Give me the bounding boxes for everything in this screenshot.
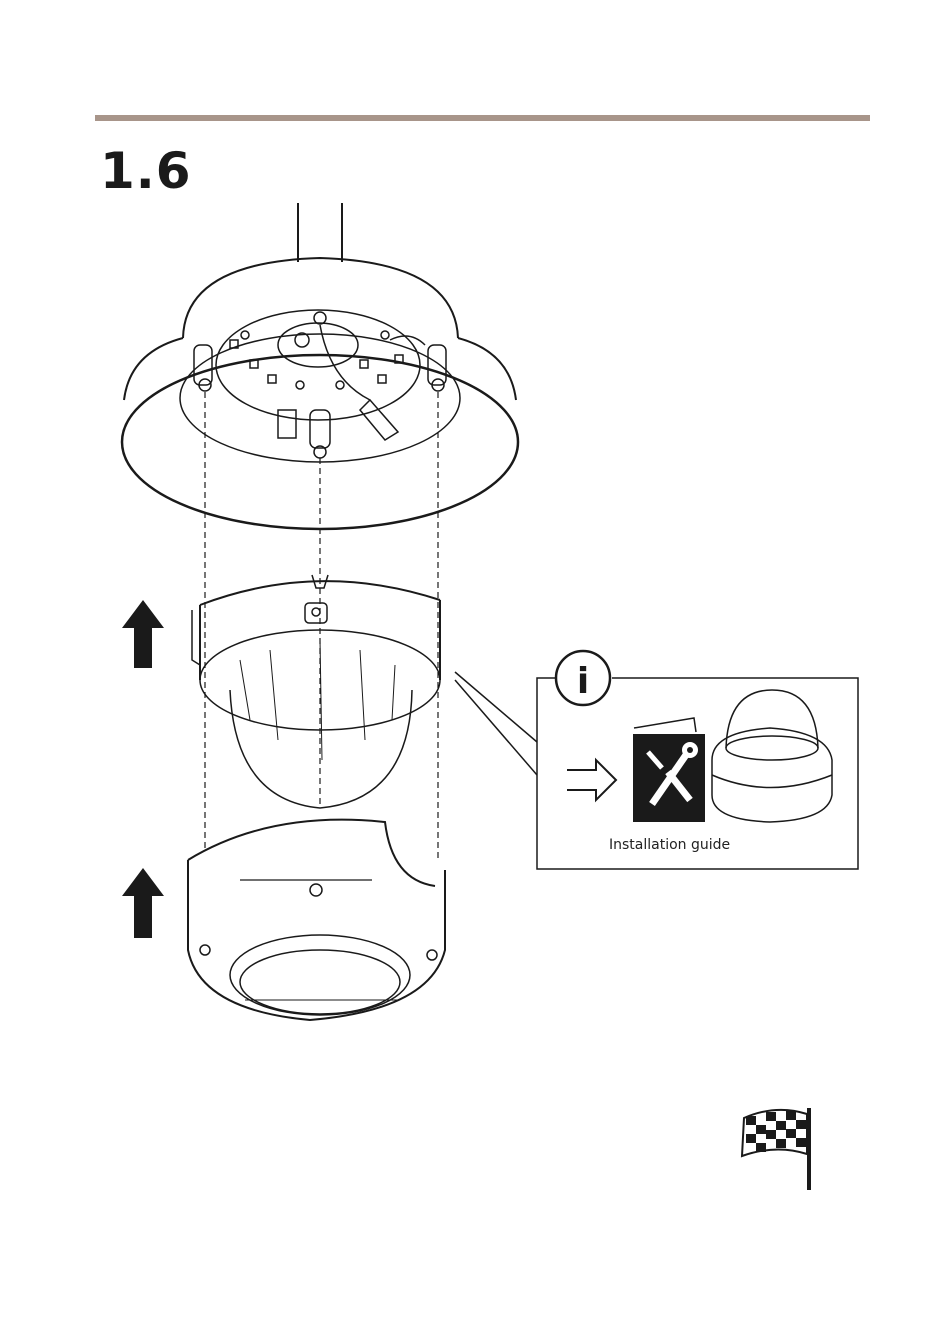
checkered-flag-icon [742,1108,809,1190]
arrow-right-icon [567,760,616,800]
installation-guide-caption: Installation guide [609,837,730,853]
arrow-up-icon [122,868,164,938]
info-icon-symbol: i [577,661,589,702]
tools-manual-icon [633,718,705,822]
dome-camera-icon [712,690,832,822]
mount-pipe [298,203,342,262]
arrow-up-icon [122,600,164,668]
callout-pointer [455,672,537,775]
mounting-bracket [194,310,446,458]
camera-base [188,820,445,1020]
dome-cover [192,575,440,808]
